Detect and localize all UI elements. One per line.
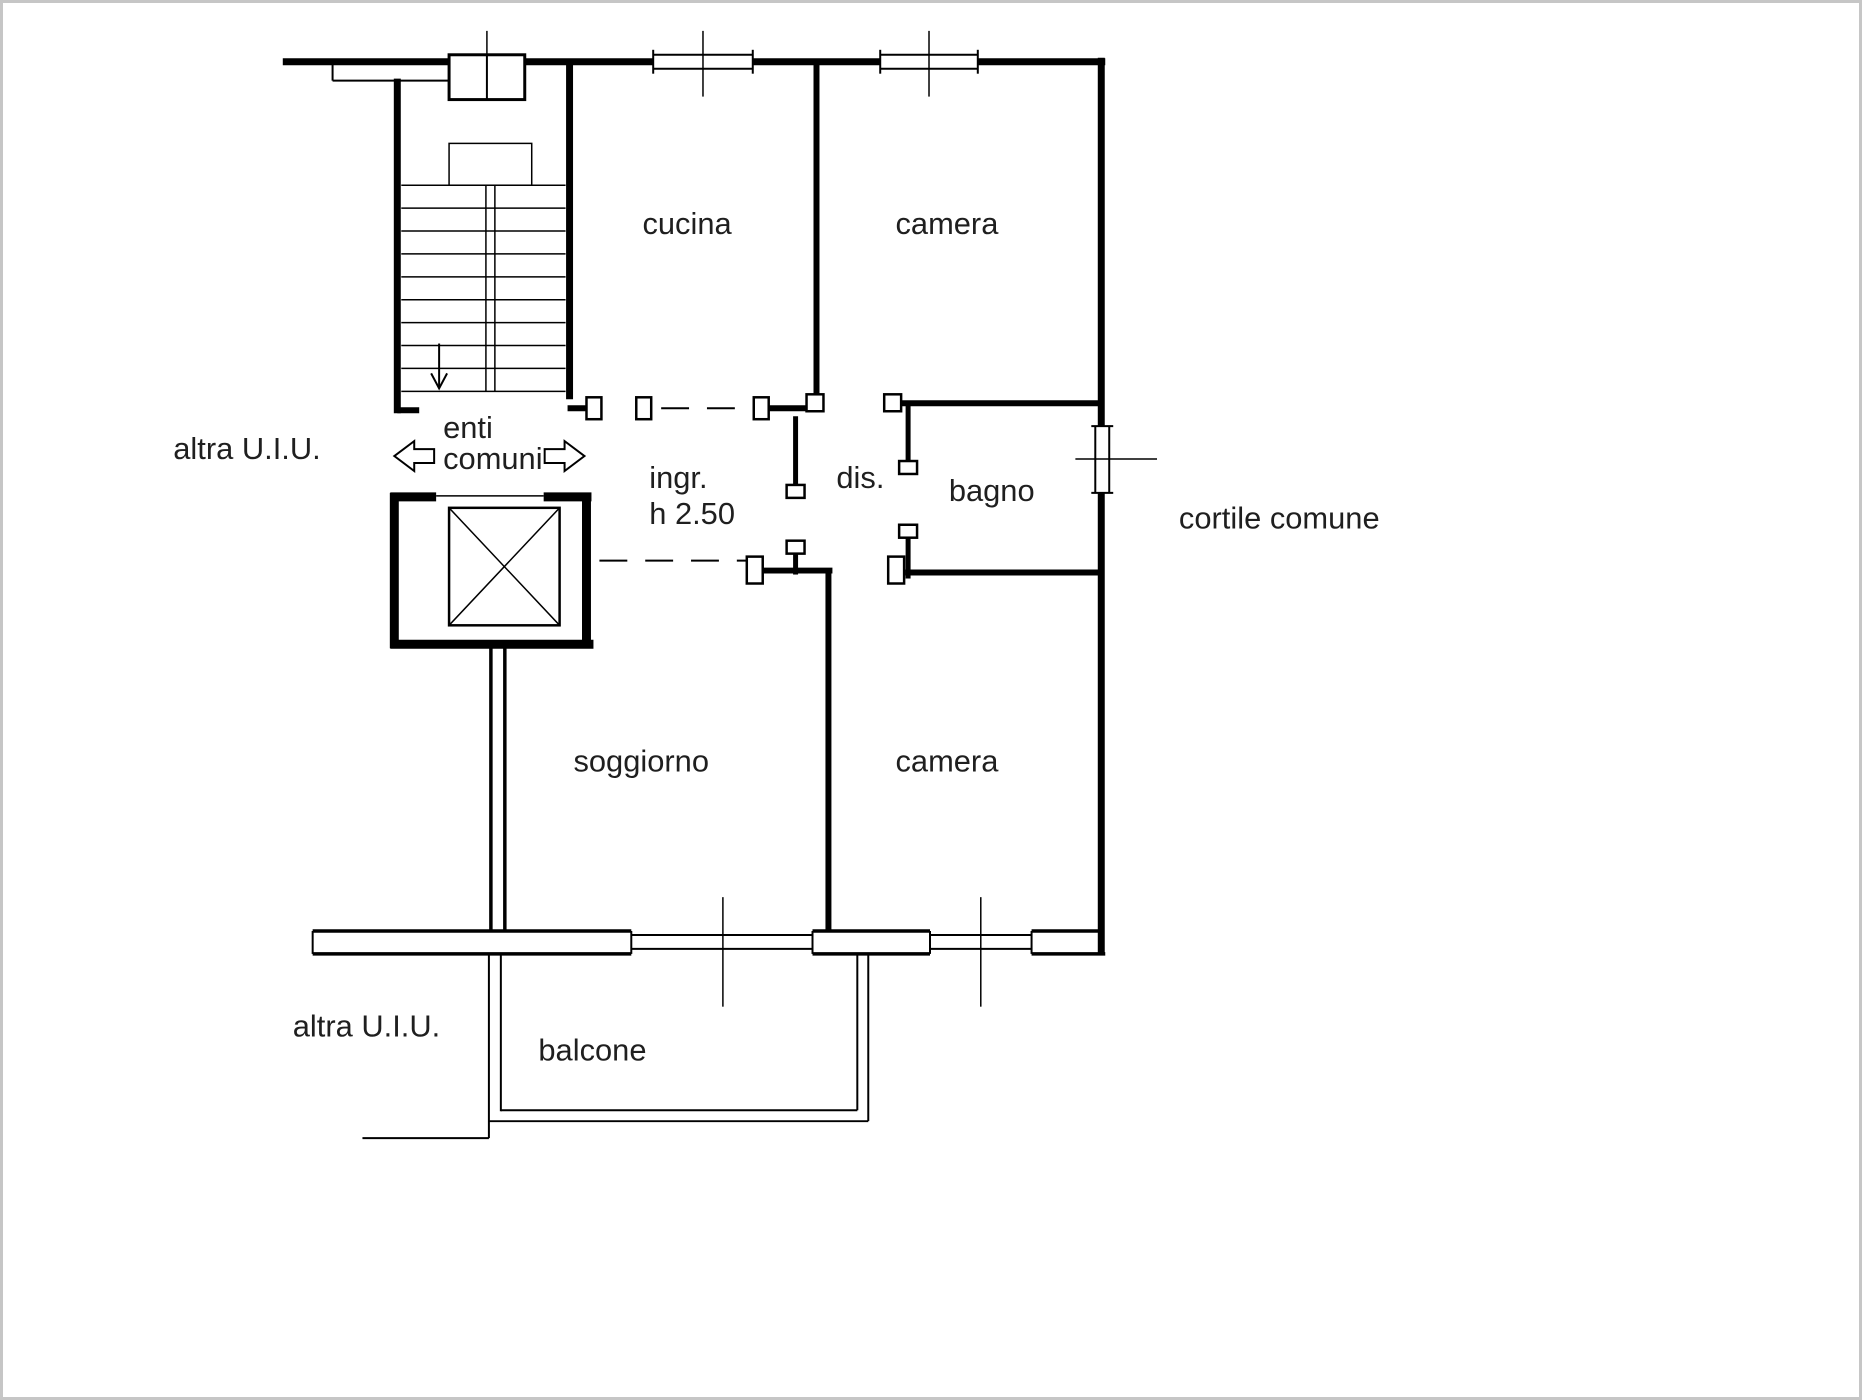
- window-camera-top: [879, 30, 979, 97]
- window-soggiorno: [630, 897, 814, 1007]
- labels: cucina camera enti comuni altra U.I.U. i…: [173, 206, 1379, 1067]
- window-cucina: [652, 30, 754, 97]
- dashed-openings: [599, 407, 754, 562]
- label-camera-top: camera: [895, 206, 999, 241]
- direction-arrows: [392, 439, 587, 473]
- balcony: [362, 953, 870, 1140]
- label-enti: enti: [443, 410, 493, 445]
- label-disimpegno: dis.: [836, 460, 884, 495]
- label-cortile-comune: cortile comune: [1179, 501, 1380, 536]
- label-balcone: balcone: [538, 1032, 646, 1067]
- label-camera-bottom: camera: [895, 744, 999, 779]
- floorplan-drawing: cucina camera enti comuni altra U.I.U. i…: [173, 30, 1380, 1140]
- door-jambs: [585, 393, 919, 585]
- label-altra-uiu-left: altra U.I.U.: [173, 431, 320, 466]
- label-bagno: bagno: [949, 473, 1035, 508]
- stair-direction-arrow: [430, 343, 448, 391]
- stairwell: [401, 142, 566, 393]
- elevator-shaft: [389, 492, 594, 649]
- interior-walls: [397, 61, 1102, 932]
- stair-treads: [401, 184, 566, 393]
- label-soggiorno: soggiorno: [573, 744, 709, 779]
- label-cucina: cucina: [642, 206, 732, 241]
- arrow-right-icon: [543, 439, 587, 473]
- label-altra-uiu-bottom: altra U.I.U.: [293, 1009, 440, 1044]
- arrow-left-icon: [392, 439, 436, 473]
- label-ingresso: ingr.: [649, 460, 707, 495]
- elevator-cab: [447, 506, 561, 627]
- stair-landing: [448, 142, 533, 186]
- label-comuni: comuni: [443, 441, 542, 476]
- window-camera-bottom: [929, 897, 1033, 1007]
- chimney-block: [447, 30, 527, 102]
- window-bagno: [1075, 425, 1158, 494]
- label-ingresso-height: h 2.50: [649, 496, 735, 531]
